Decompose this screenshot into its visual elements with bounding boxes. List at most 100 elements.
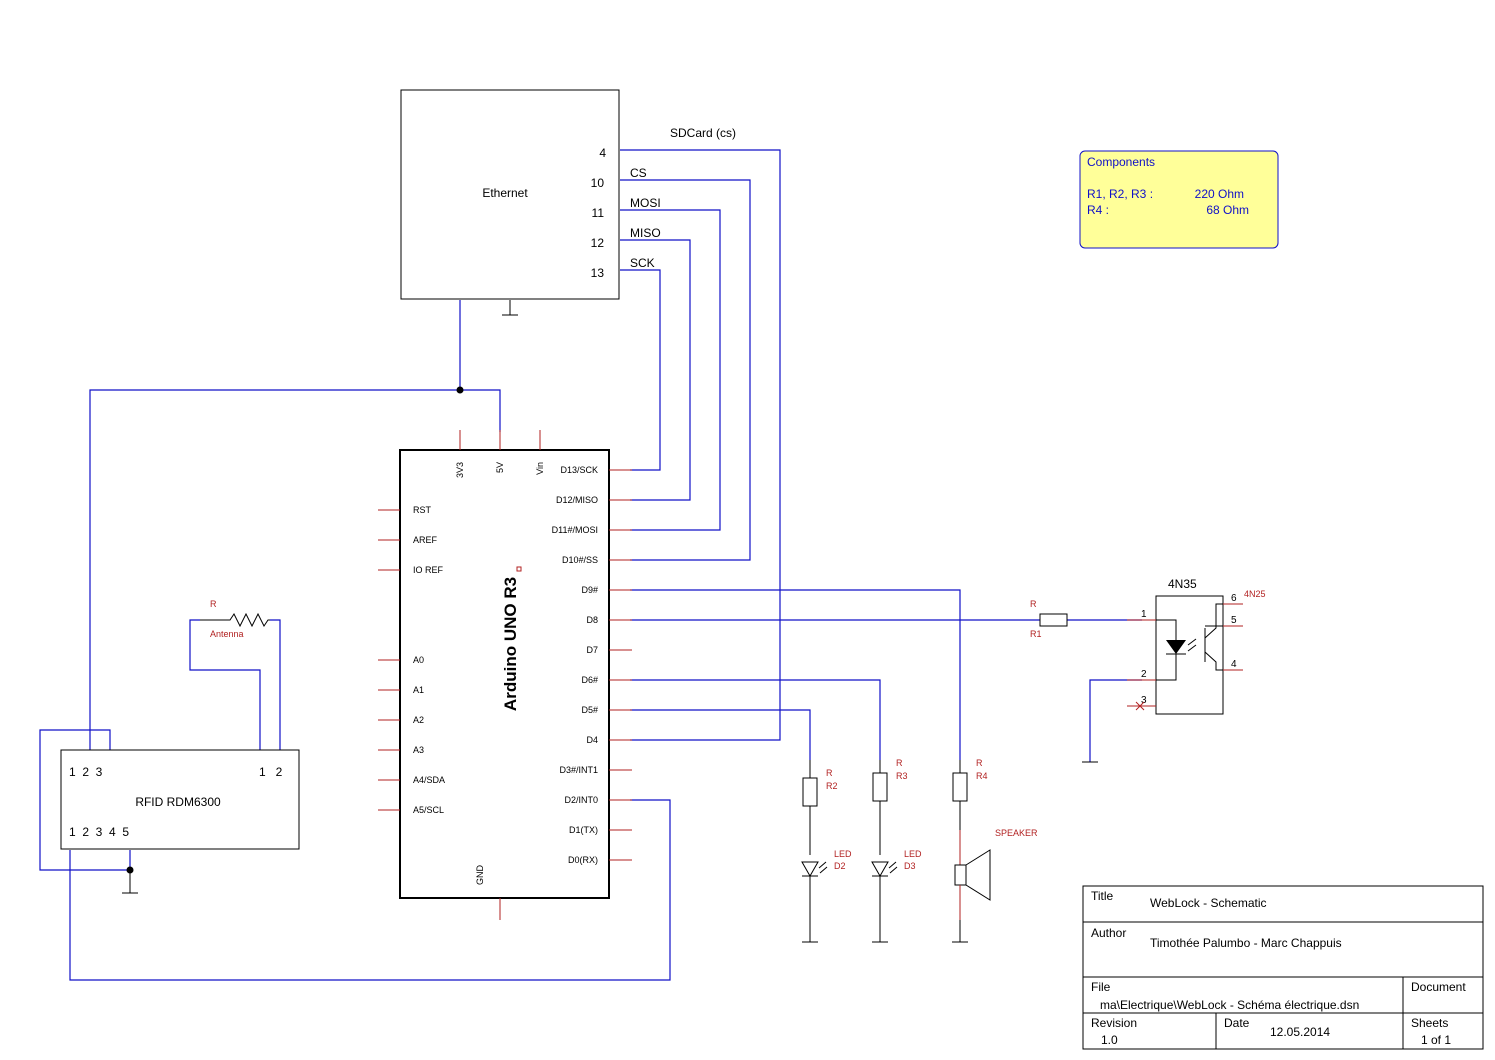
r3-name: R3 [896, 771, 908, 781]
wire-cs-d10 [620, 179, 751, 561]
note-row-2-value: 68 Ohm [1206, 203, 1249, 217]
opto-pin-1: 1 [1141, 609, 1147, 620]
tb-date: 12.05.2014 [1270, 1025, 1330, 1039]
resistor-r4[interactable]: R R4 [952, 758, 988, 830]
resistor-r2[interactable]: R R2 [802, 760, 838, 855]
optocoupler[interactable]: 4N35 4N25 1 2 3 4 5 6 [1082, 577, 1266, 763]
r2-name: R2 [826, 781, 838, 791]
signal-sck: SCK [630, 256, 655, 270]
wire-antenna-a [189, 619, 261, 750]
speaker-label: SPEAKER [995, 828, 1038, 838]
junction-5v [456, 386, 464, 394]
arduino-left-pin-label: AREF [413, 535, 438, 545]
rfid-bottom-pins: 1 2 3 4 5 [69, 825, 129, 839]
arduino-left-pin-label: RST [413, 505, 432, 515]
arduino-board[interactable]: Arduino UNO R3 D13/SCKD12/MISOD11#/MOSID… [378, 430, 632, 920]
ethernet-pin-11: 11 [592, 206, 605, 220]
wire-mosi-d11 [620, 209, 721, 531]
note-row-1-refs: R1, R2, R3 : [1087, 187, 1153, 201]
opto-pin-2: 2 [1141, 669, 1147, 680]
signal-miso: MISO [630, 226, 661, 240]
arduino-left-pin-label: A2 [413, 715, 424, 725]
speaker[interactable]: SPEAKER [952, 828, 1038, 943]
led-d3[interactable]: LED D3 [871, 849, 922, 943]
tb-title-label: Title [1091, 889, 1114, 903]
wire-5v-rfid [89, 389, 460, 750]
antenna-label: Antenna [210, 629, 244, 639]
opto-name: 4N35 [1168, 577, 1197, 591]
tb-file: ma\Electrique\WebLock - Schéma électriqu… [1100, 998, 1359, 1012]
opto-pin-6: 6 [1231, 593, 1237, 604]
led-d2[interactable]: LED D2 [801, 849, 852, 943]
arduino-left-pin-label: A3 [413, 745, 424, 755]
r2-ref: R [826, 768, 833, 778]
tb-author-label: Author [1091, 926, 1126, 940]
tb-title: WebLock - Schematic [1150, 896, 1267, 910]
tb-date-label: Date [1224, 1016, 1250, 1030]
wire-sdcard-cs-d4 [620, 149, 781, 741]
arduino-right-pin-label: D1(TX) [569, 825, 598, 835]
antenna-coil[interactable]: R Antenna [200, 599, 270, 639]
note-title: Components [1087, 155, 1155, 169]
signal-mosi: MOSI [630, 196, 661, 210]
arduino-right-pin-label: D8 [586, 615, 598, 625]
arduino-top-pin-label: Vin [535, 462, 545, 475]
arduino-right-pin-label: D12/MISO [556, 495, 598, 505]
tb-sheets-label: Sheets [1411, 1016, 1448, 1030]
rfid-name: RFID RDM6300 [135, 795, 221, 809]
components-note: Components R1, R2, R3 : 220 Ohm R4 : 68 … [1079, 150, 1279, 249]
wire-d9-r4 [630, 589, 961, 760]
signal-sdcard-cs: SDCard (cs) [670, 126, 736, 140]
arduino-left-pin-label: A0 [413, 655, 424, 665]
arduino-name: Arduino UNO R3 [501, 577, 520, 711]
arduino-left-pin-label: A1 [413, 685, 424, 695]
rfid-top-left-pins: 1 2 3 [69, 765, 103, 779]
tb-document-label: Document [1411, 980, 1466, 994]
wire-rfid-d2 [69, 799, 671, 981]
arduino-right-pin-label: D9# [581, 585, 598, 595]
arduino-right-pin-label: D6# [581, 675, 598, 685]
arduino-right-pin-label: D2/INT0 [564, 795, 598, 805]
opto-value: 4N25 [1244, 589, 1266, 599]
wire-d5-r2 [630, 709, 811, 760]
r4-name: R4 [976, 771, 988, 781]
led-d3-ref: LED [904, 849, 922, 859]
arduino-top-pin-label: 5V [495, 462, 505, 473]
tb-revision: 1.0 [1101, 1033, 1118, 1047]
wire-antenna-b [270, 619, 281, 750]
opto-pin-3: 3 [1141, 695, 1147, 706]
opto-pin-4: 4 [1231, 659, 1237, 670]
r3-ref: R [896, 758, 903, 768]
note-row-1-value: 220 Ohm [1195, 187, 1244, 201]
signal-cs: CS [630, 166, 647, 180]
arduino-right-pin-label: D10#/SS [562, 555, 598, 565]
arduino-gnd-pin-label: GND [475, 865, 485, 886]
ethernet-pin-10: 10 [591, 176, 605, 190]
antenna-ref: R [210, 599, 217, 609]
ethernet-pin-13: 13 [591, 266, 605, 280]
title-block: Title WebLock - Schematic Author Timothé… [1082, 885, 1484, 1050]
resistor-r1[interactable]: R R1 [1030, 599, 1068, 639]
arduino-right-pin-label: D5# [581, 705, 598, 715]
wire-5v-arduino [460, 389, 501, 432]
tb-file-label: File [1091, 980, 1111, 994]
tb-author: Timothée Palumbo - Marc Chappuis [1150, 936, 1342, 950]
wire-sck-d13 [620, 269, 661, 471]
r1-name: R1 [1030, 629, 1042, 639]
wire-opto-gnd [1089, 679, 1142, 762]
rfid-module[interactable]: RFID RDM6300 1 2 3 1 2 1 2 3 4 5 [60, 749, 300, 894]
note-row-2-refs: R4 : [1087, 203, 1109, 217]
r4-ref: R [976, 758, 983, 768]
ethernet-name: Ethernet [482, 186, 528, 200]
led-d2-name: D2 [834, 861, 846, 871]
opto-pin-5: 5 [1231, 615, 1237, 626]
tb-sheets: 1 of 1 [1421, 1033, 1451, 1047]
resistor-r3[interactable]: R R3 [872, 758, 908, 855]
ethernet-module[interactable]: Ethernet 4 10 11 12 13 [400, 89, 620, 316]
arduino-left-pin-label: IO REF [413, 565, 444, 575]
arduino-right-pin-label: D4 [586, 735, 598, 745]
led-d2-ref: LED [834, 849, 852, 859]
led-d3-name: D3 [904, 861, 916, 871]
arduino-left-pin-label: A5/SCL [413, 805, 444, 815]
arduino-pins: D13/SCKD12/MISOD11#/MOSID10#/SSD9#D8D7D6… [378, 430, 632, 920]
